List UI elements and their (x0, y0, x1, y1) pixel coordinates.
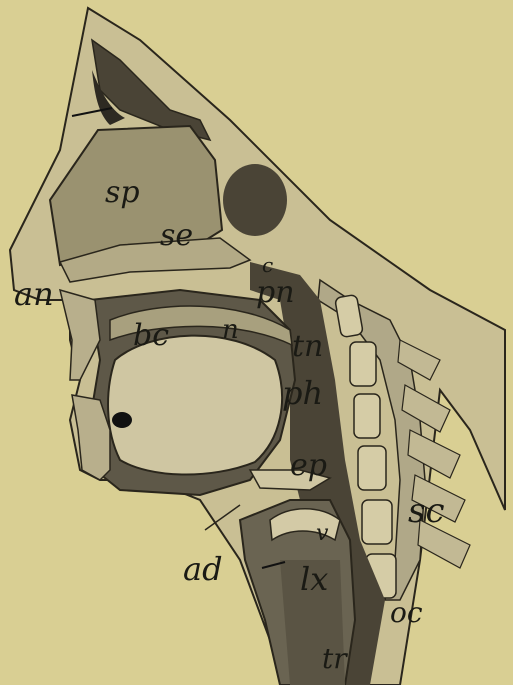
label-oc: oc (390, 596, 423, 629)
label-ph: ph (282, 374, 323, 412)
label-v: v (316, 521, 329, 546)
label-pn: pn (256, 275, 295, 310)
label-ep: ep (290, 448, 327, 483)
label-tn: tn (292, 329, 323, 364)
label-tr: tr (322, 642, 348, 675)
label-ad: ad (183, 550, 223, 588)
label-se: se (160, 218, 193, 253)
label-sc: sc (408, 491, 445, 531)
label-sp: sp (105, 175, 140, 210)
label-n: n (222, 315, 239, 345)
label-bc: bc (133, 318, 169, 353)
tooth-dark (112, 412, 132, 428)
tongue (108, 336, 282, 475)
label-an: an (14, 275, 54, 313)
label-c: c (262, 253, 273, 277)
label-lx: lx (300, 560, 328, 598)
sinus-dark (223, 164, 287, 236)
